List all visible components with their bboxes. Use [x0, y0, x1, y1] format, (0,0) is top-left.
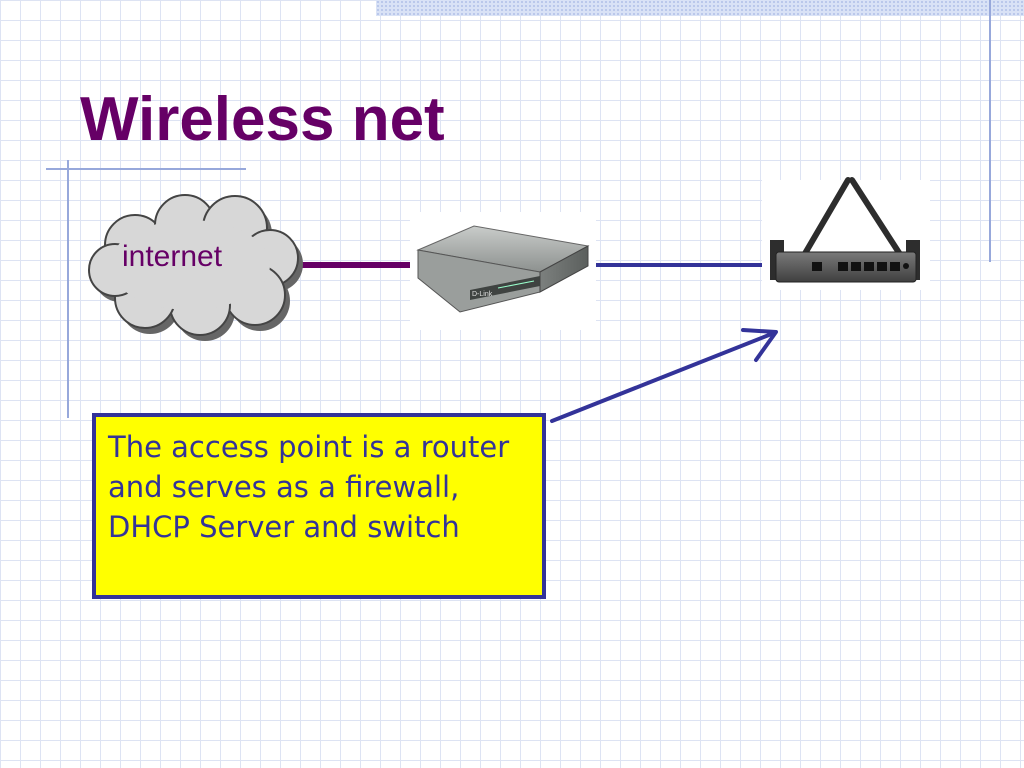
callout-arrow — [550, 328, 778, 423]
modem-icon: D-Link — [410, 212, 596, 330]
right-accent-line — [989, 0, 991, 262]
left-accent-line — [67, 160, 69, 418]
slide-title: Wireless net — [80, 85, 445, 154]
top-decorative-band — [376, 0, 1024, 16]
cloud-label: internet — [122, 240, 223, 273]
cloud-icon — [88, 194, 303, 341]
wireless-router-icon — [762, 177, 930, 290]
callout-box: The access point is a router and serves … — [92, 413, 546, 599]
modem-brand: D-Link — [472, 291, 493, 298]
callout-text: The access point is a router and serves … — [108, 430, 510, 544]
title-underline — [46, 168, 246, 170]
